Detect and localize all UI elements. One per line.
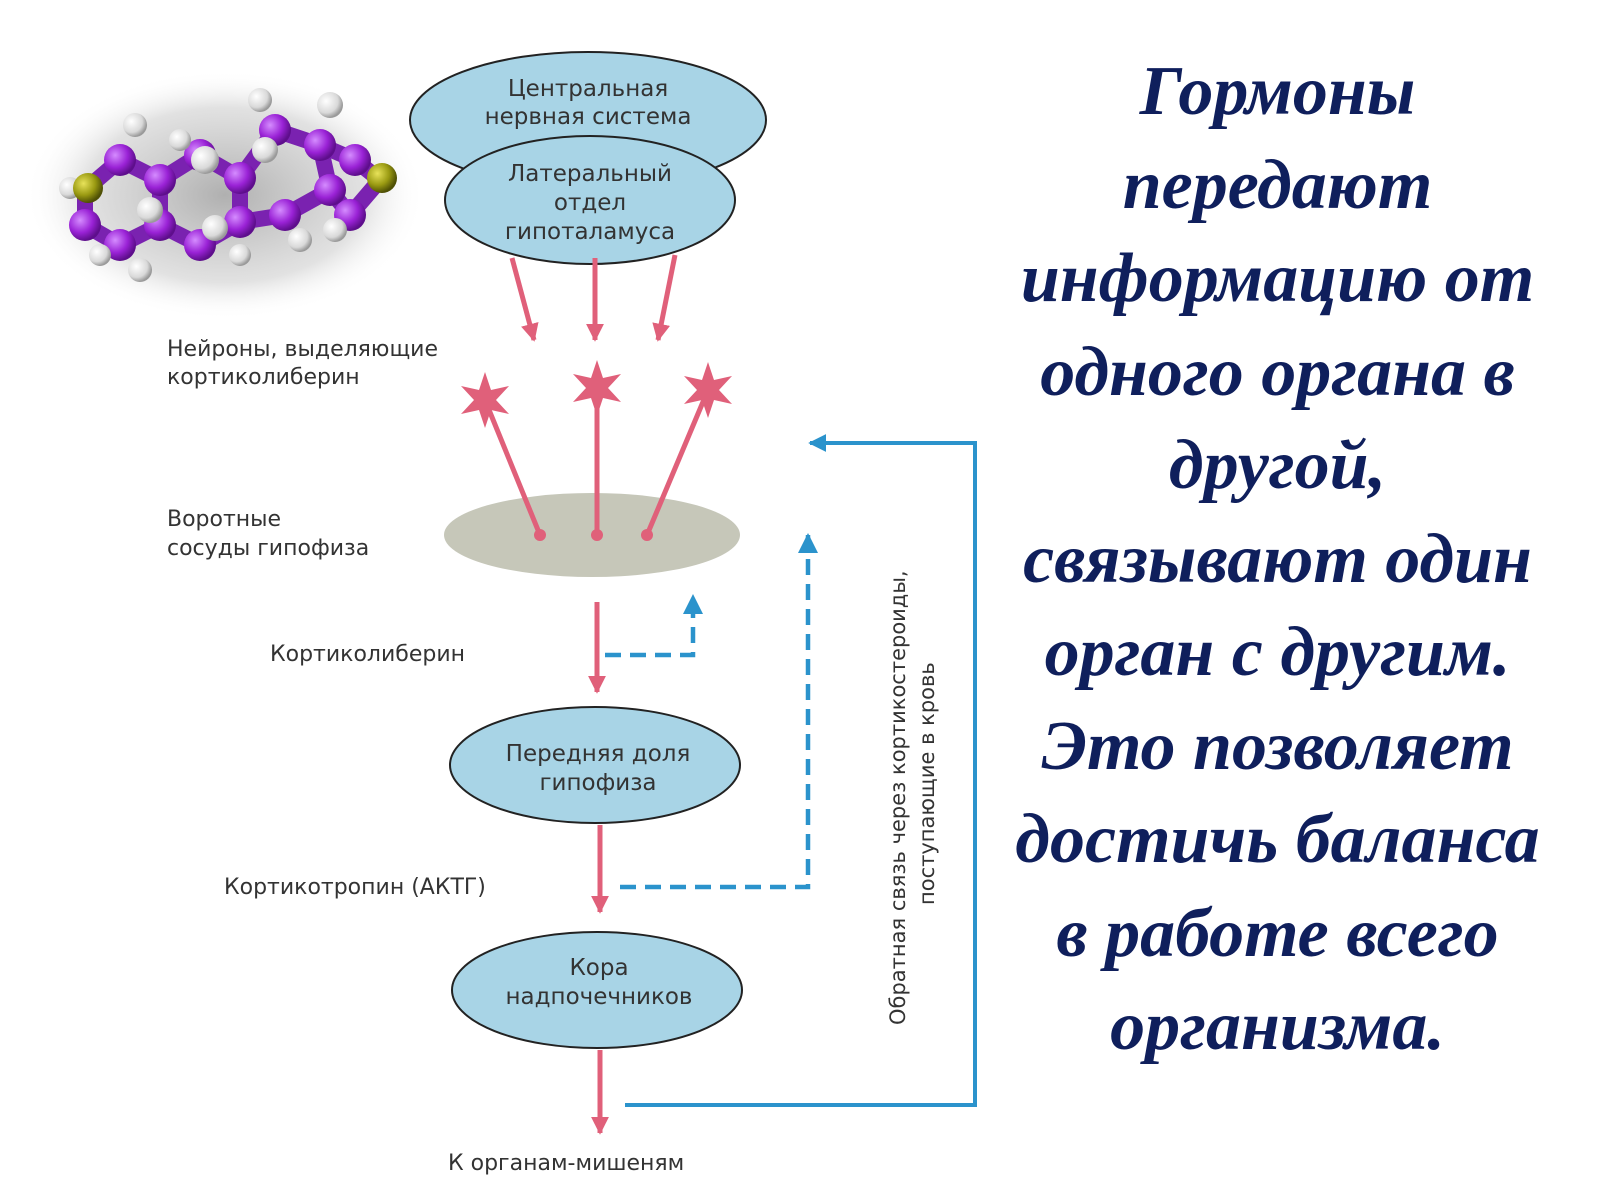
- node-anterior-pituitary: Передняя доля гипофиза: [449, 706, 741, 824]
- headline-line: передают: [1122, 146, 1433, 224]
- node-anterior-pituitary-line1: Передняя доля: [506, 741, 691, 767]
- label-neurons-line1: Нейроны, выделяющие: [167, 337, 438, 362]
- headline-line: Гормоны: [1139, 53, 1416, 130]
- headline-line: в работе всего: [1056, 894, 1499, 972]
- feedback-arrow-long: [625, 434, 977, 1107]
- node-cns-line2: нервная система: [485, 104, 692, 130]
- headline-line: одного органа в: [1040, 333, 1515, 411]
- headline-line: другой,: [1168, 427, 1387, 504]
- node-hypothalamus-line2: отдел: [554, 190, 626, 216]
- headline-line: информацию от: [1020, 240, 1535, 317]
- steroid-molecule-icon: [25, 70, 425, 320]
- label-feedback-line2: поступающие в кровь: [915, 662, 939, 905]
- headline-line: связывают один: [1023, 520, 1532, 598]
- node-adrenal-cortex-line2: надпочечников: [506, 984, 693, 1010]
- feedback-arrow-medium: [620, 532, 819, 890]
- label-corticotropin: Кортикотропин (АКТГ): [224, 875, 486, 900]
- node-hypothalamus-line3: гипоталамуса: [505, 219, 675, 245]
- headline-line: организма.: [1110, 988, 1445, 1065]
- headline-line: Это позволяет: [1041, 707, 1514, 785]
- headline-line: достичь баланса: [1015, 801, 1540, 878]
- node-anterior-pituitary-line2: гипофиза: [539, 770, 656, 796]
- headline-line: орган с другим.: [1044, 614, 1511, 691]
- node-cns-line1: Центральная: [508, 76, 668, 102]
- node-adrenal-cortex: Кора надпочечников: [451, 931, 743, 1049]
- label-feedback-line1: Обратная связь через кортикостероиды,: [886, 570, 910, 1025]
- headline-text: Гормоны передают информацию от одного ор…: [965, 45, 1590, 1074]
- label-portal-vessels-line2: сосуды гипофиза: [167, 536, 369, 561]
- label-neurons-line2: кортиколиберин: [167, 365, 360, 390]
- label-portal-vessels-line1: Воротные: [167, 507, 281, 532]
- label-corticoliberin: Кортиколиберин: [270, 642, 465, 667]
- label-target-organs: К органам-мишеням: [448, 1151, 684, 1176]
- node-hypothalamus-line1: Латеральный: [508, 161, 672, 187]
- label-feedback: Обратная связь через кортикостероиды, по…: [886, 570, 939, 1025]
- feedback-arrow-short: [605, 593, 704, 658]
- neuron-star-icon: [461, 360, 732, 541]
- node-hypothalamus: Латеральный отдел гипоталамуса: [444, 135, 736, 265]
- hypothalamus-output-arrows: [509, 254, 678, 342]
- node-adrenal-cortex-line1: Кора: [569, 955, 628, 981]
